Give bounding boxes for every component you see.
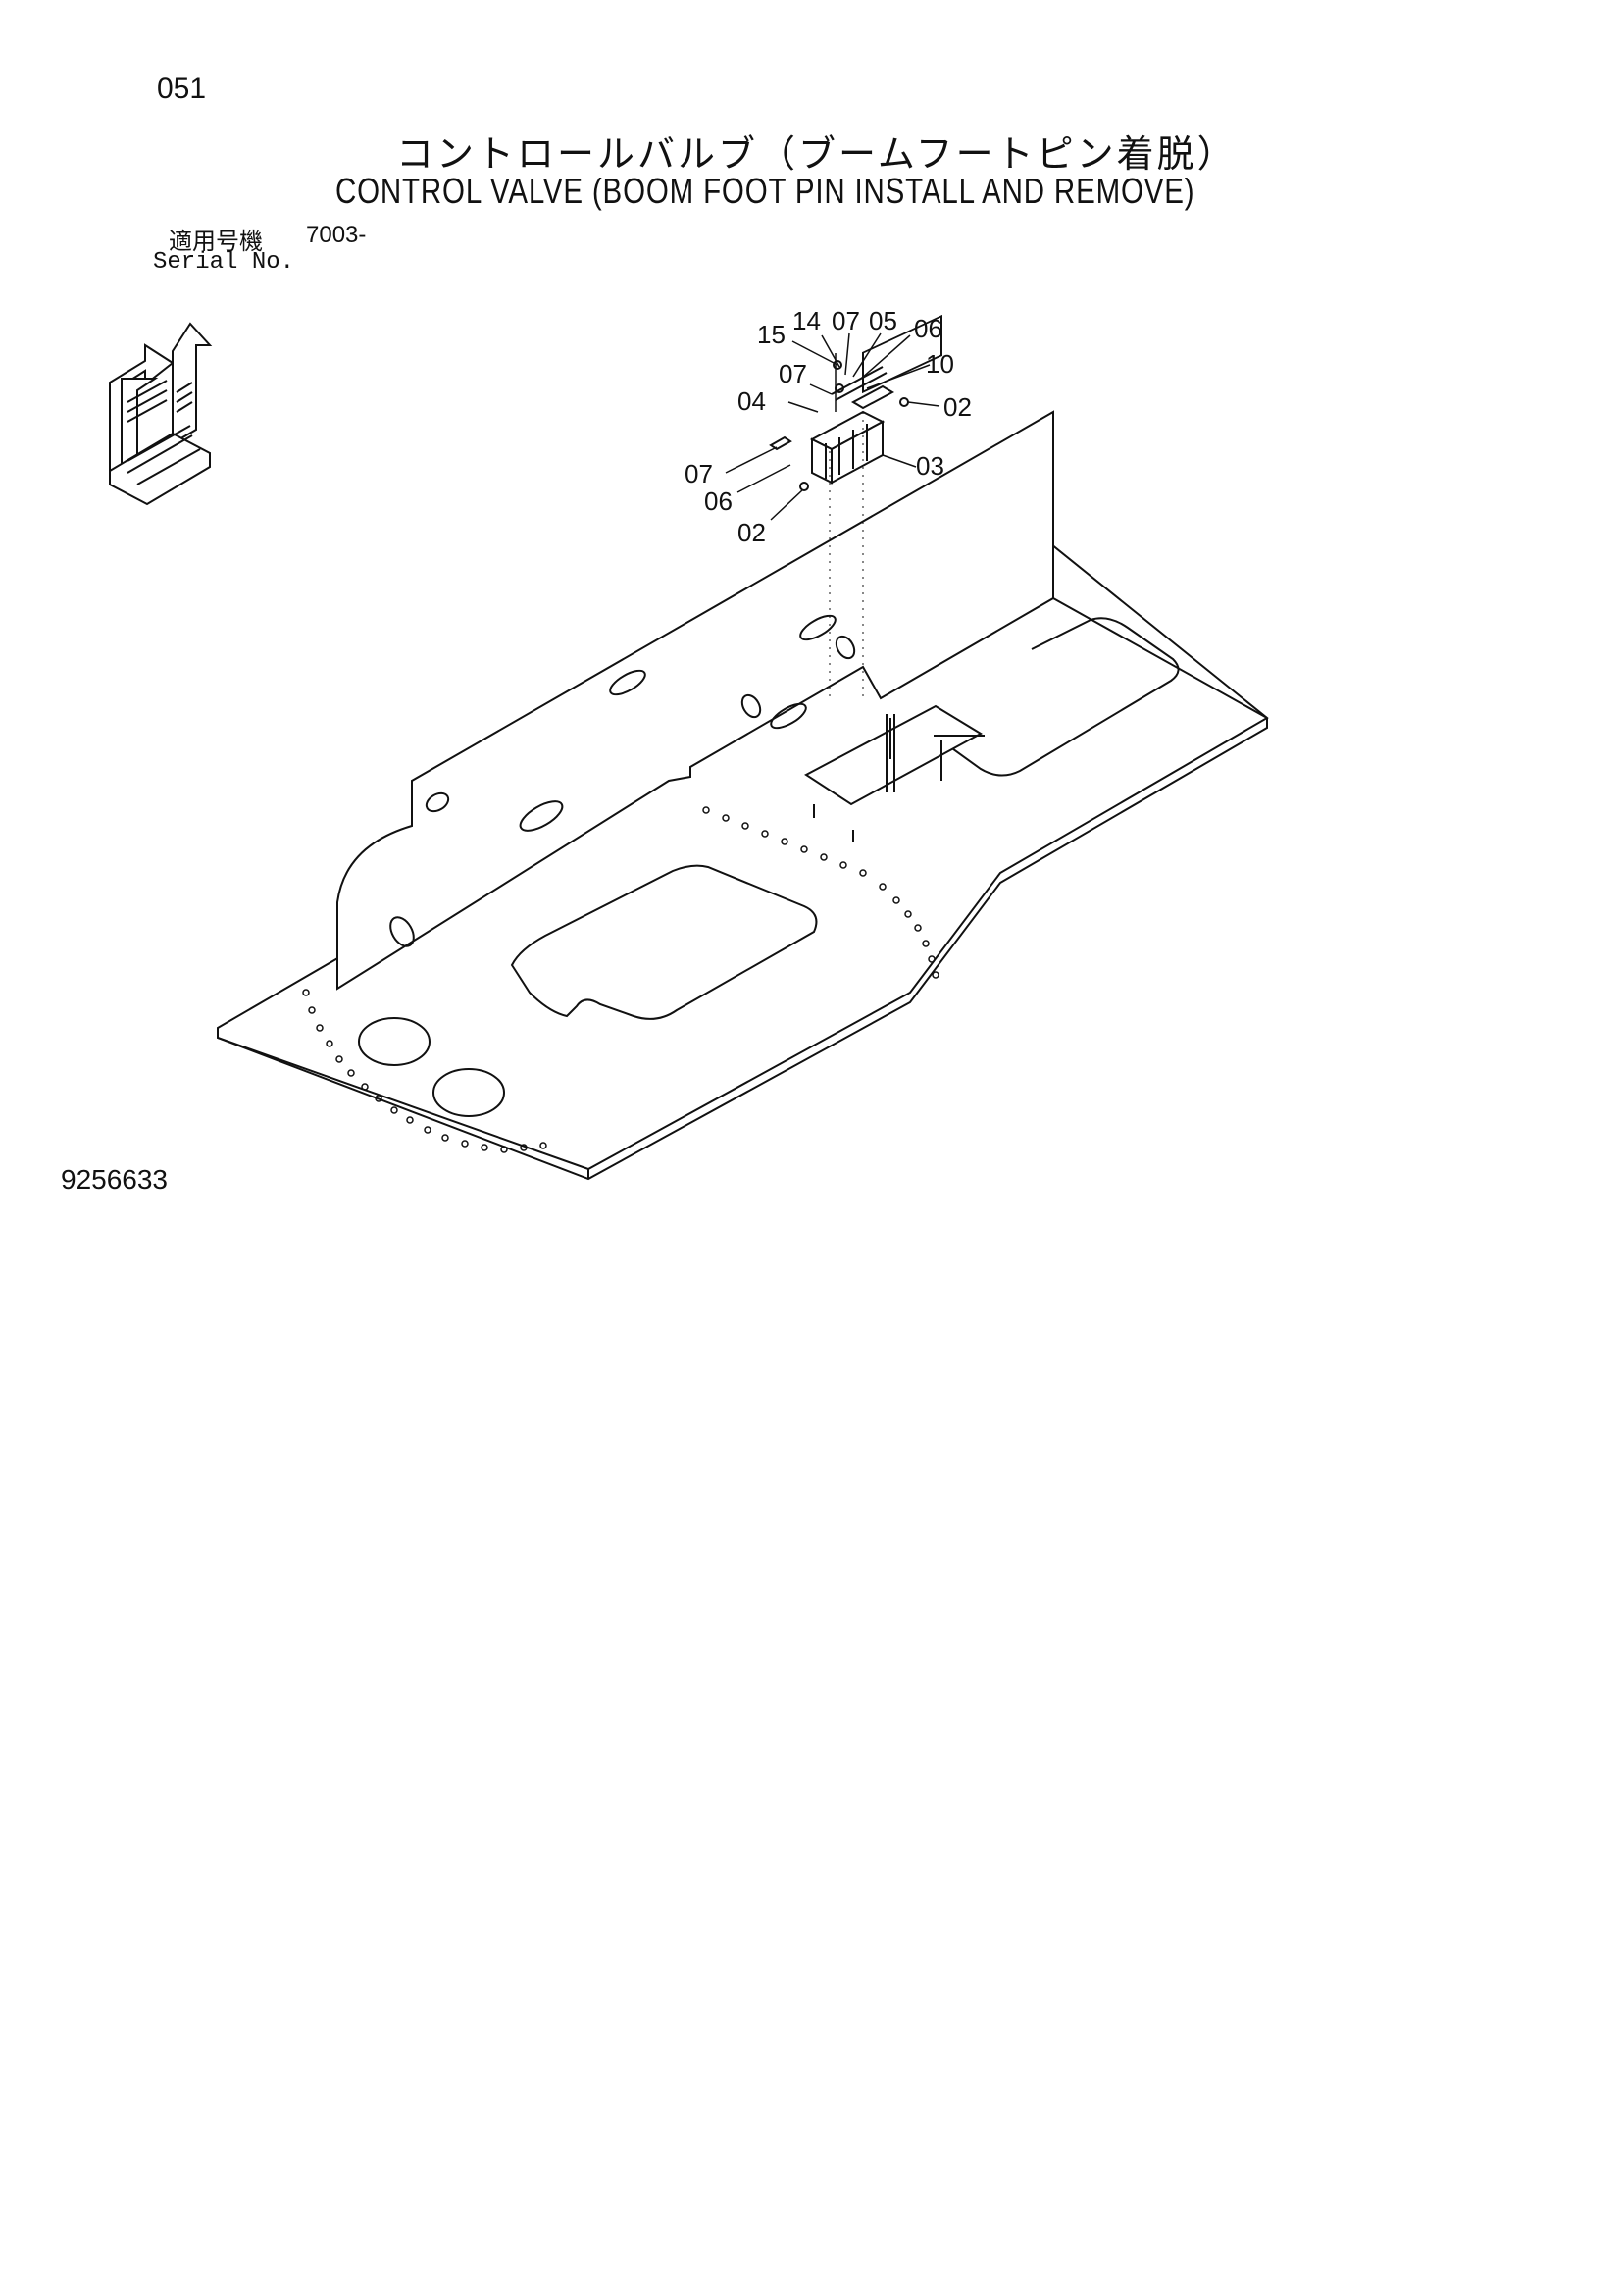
orientation-arrows-icon <box>109 322 213 506</box>
swing-bolt-circles <box>358 1017 505 1117</box>
side-wall-panel <box>336 410 1268 991</box>
control-valve-exploded <box>769 353 909 702</box>
callout-03: 03 <box>916 451 944 481</box>
callout-14: 14 <box>792 306 821 335</box>
callout-07-top: 07 <box>832 306 860 335</box>
callout-15: 15 <box>757 320 786 349</box>
callout-07-mid: 07 <box>779 359 807 388</box>
serial-label-japanese: 適用号機 <box>169 228 263 255</box>
mounted-control-valve <box>804 314 985 842</box>
drawing-number: 9256633 <box>61 1164 169 1195</box>
serial-label-english: Serial No. <box>153 249 295 276</box>
callout-02-low: 02 <box>737 518 766 547</box>
callout-06-low: 06 <box>704 486 733 516</box>
callout-leader-lines <box>725 332 940 521</box>
callout-06-top: 06 <box>914 314 942 343</box>
callout-02-right: 02 <box>943 392 972 422</box>
bolt-holes <box>302 806 939 1153</box>
callout-04: 04 <box>737 386 766 416</box>
callout-07-low: 07 <box>685 459 713 488</box>
title-english: CONTROL VALVE (BOOM FOOT PIN INSTALL AND… <box>335 171 1195 211</box>
base-plate <box>217 542 1269 1181</box>
page-number: 051 <box>157 73 207 105</box>
title-japanese: コントロールバルブ（ブームフートピン着脱） <box>396 132 1238 176</box>
callout-05: 05 <box>869 306 897 335</box>
callout-10: 10 <box>926 349 954 379</box>
base-plate-opening <box>510 617 1180 1020</box>
serial-value: 7003- <box>306 222 367 248</box>
